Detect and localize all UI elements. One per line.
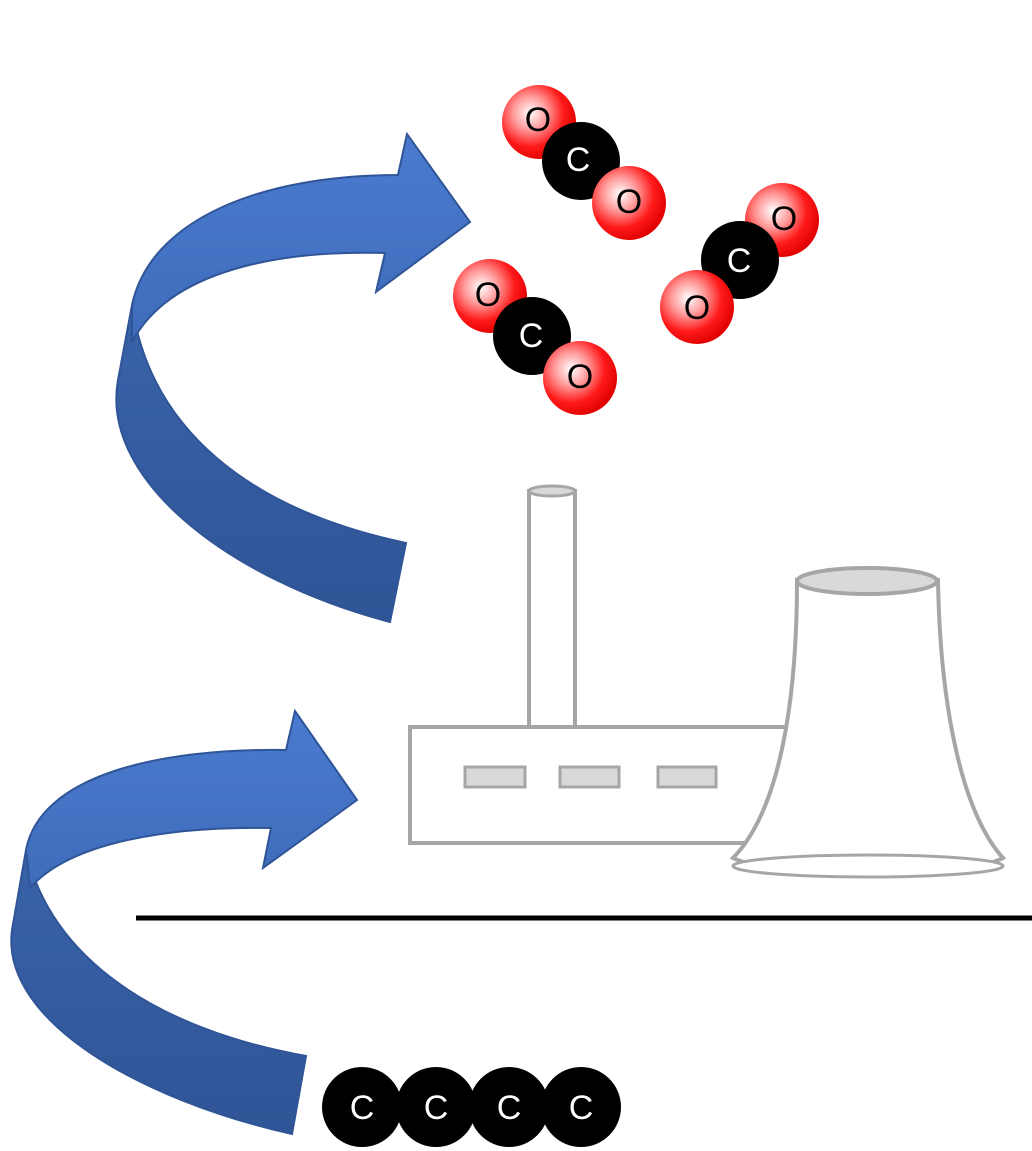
fuel-arrow-lower-band [10,849,308,1136]
carbon-atom [396,1067,476,1147]
oxygen-label: O [771,200,797,238]
co2-molecule-3: O C O [453,259,617,415]
oxygen-atom [543,341,617,415]
fossil-carbon-chain: C C C C [322,1067,621,1147]
factory-window-2 [558,765,621,789]
co2-molecule-2: O C O [660,183,819,344]
oxygen-label: O [567,358,593,396]
oxygen-label: O [525,101,551,139]
emission-arrow-upper-band [131,131,472,343]
carbon-label: C [350,1089,375,1127]
oxygen-label: O [684,289,710,327]
power-plant [408,484,1007,879]
oxygen-label: O [616,183,642,221]
carbon-label: C [566,141,591,179]
carbon-atom [469,1067,549,1147]
smokestack [527,489,577,729]
co2-molecule-1: O C O [502,85,666,240]
carbon-label: C [497,1089,522,1127]
carbon-label: C [424,1089,449,1127]
carbon-label: C [727,242,752,280]
carbon-atom [322,1067,402,1147]
fuel-arrow-upper-band [24,708,359,891]
cooling-tower-base [731,853,1005,879]
smokestack-top [527,484,577,498]
factory-window-1 [463,765,527,789]
emission-arrow-lower-band [115,304,408,624]
oxygen-atom [660,270,734,344]
oxygen-atom [592,166,666,240]
fuel-arrow [10,708,359,1136]
oxygen-label: O [475,276,501,314]
carbon-atom [541,1067,621,1147]
carbon-label: C [569,1089,594,1127]
emission-arrow [115,131,472,624]
factory-window-3 [656,765,718,789]
cooling-tower-top [795,566,939,596]
carbon-label: C [519,317,544,355]
